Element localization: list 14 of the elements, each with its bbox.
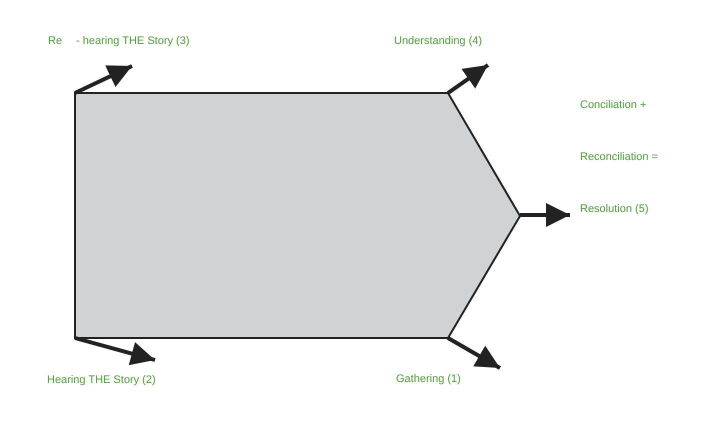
step-label: Understanding (4) <box>394 35 482 47</box>
step-label: - hearing THE Story (3) <box>76 35 190 47</box>
arrow <box>446 63 490 95</box>
step-label: Hearing THE Story (2) <box>47 374 156 386</box>
step-label: Resolution (5) <box>580 203 648 215</box>
step-label: Re <box>48 35 62 47</box>
arrow <box>74 336 156 366</box>
pentagon-shape <box>74 92 522 340</box>
step-label: Gathering (1) <box>396 373 461 385</box>
arrow <box>520 203 570 227</box>
equation-text: Conciliation + <box>580 99 646 111</box>
equation-text: Reconciliation = <box>580 151 658 163</box>
arrow <box>74 64 133 95</box>
arrow <box>447 336 501 370</box>
